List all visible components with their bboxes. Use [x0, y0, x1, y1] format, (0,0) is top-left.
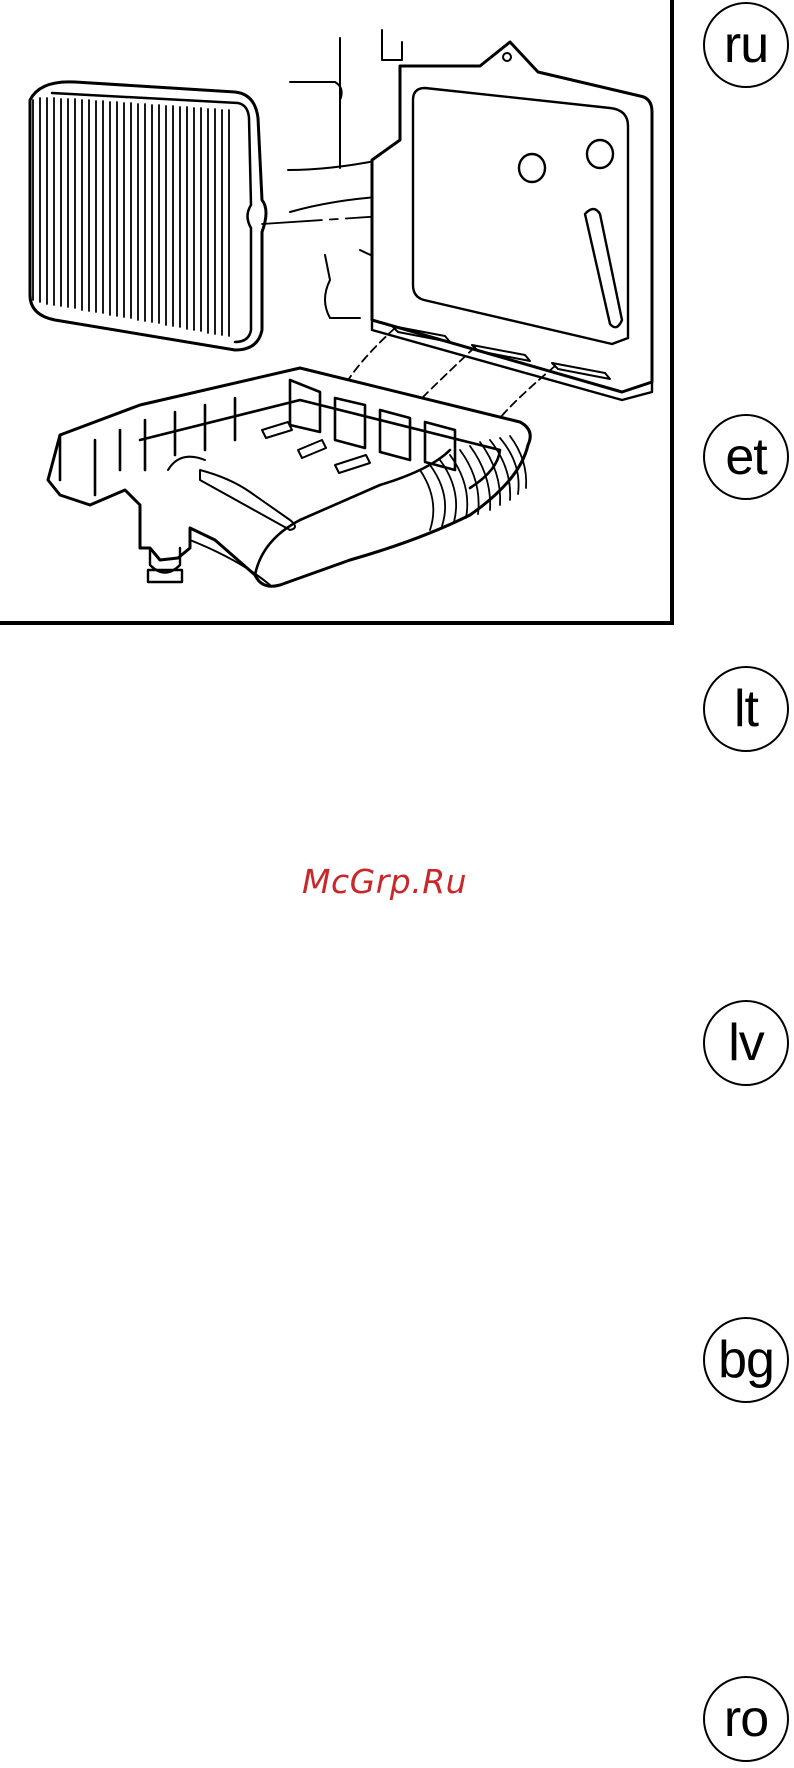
language-badge-lt: lt	[703, 666, 789, 752]
filter-illustration	[0, 0, 674, 625]
language-badge-bg: bg	[703, 1317, 789, 1403]
language-badge-ru: ru	[703, 2, 789, 88]
housing-lid-icon	[372, 42, 652, 400]
language-badge-et: et	[703, 414, 789, 500]
language-badge-lv: lv	[703, 1000, 789, 1086]
filter-housing-drawing	[0, 0, 674, 625]
language-badge-ro: ro	[703, 1676, 789, 1762]
housing-base-tray-icon	[48, 368, 530, 586]
watermark-text: McGrp.Ru	[302, 862, 512, 901]
